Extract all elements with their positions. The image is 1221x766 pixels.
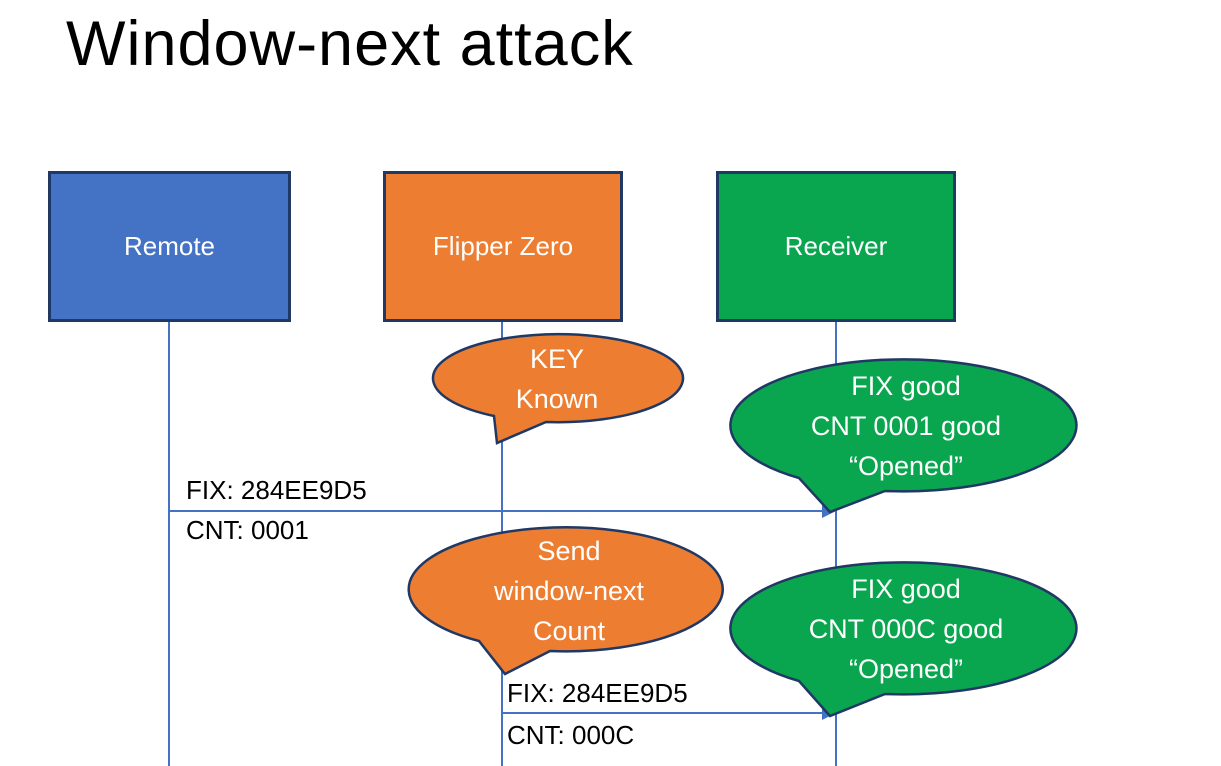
callout-line: CNT 0001 good [810, 411, 1002, 441]
callout-text-receiver-opened-2: FIX good CNT 000C good “Opened” [731, 569, 1081, 689]
actor-label-flipper-zero: Flipper Zero [432, 231, 574, 261]
actor-label-remote: Remote [123, 231, 216, 261]
callout-line: window-next [493, 576, 645, 606]
page-title: Window-next attack [66, 9, 634, 79]
callout-line: KEY [529, 344, 585, 374]
callout-line: CNT 000C good [808, 614, 1004, 644]
message-2-cnt-label: CNT: 000C [507, 720, 635, 750]
actor-box-flipper-zero: Flipper Zero [383, 171, 623, 322]
callout-bubble-send-window-next [407, 526, 724, 676]
actor-label-receiver: Receiver [784, 231, 888, 261]
callout-bubble-receiver-opened-1 [729, 358, 1078, 514]
callout-line: “Opened” [848, 451, 964, 481]
callout-bubble-key-known [431, 332, 685, 445]
message-1-cnt-label: CNT: 0001 [186, 515, 309, 545]
callout-line: Count [532, 616, 606, 646]
actor-box-receiver: Receiver [716, 171, 956, 322]
actor-box-remote: Remote [48, 171, 291, 322]
callout-line: “Opened” [848, 654, 964, 684]
callout-line: Known [515, 384, 599, 414]
lifeline-receiver [835, 322, 837, 766]
callout-bubble-receiver-opened-2 [729, 561, 1078, 718]
message-arrow-remote-to-receiver [169, 510, 824, 512]
callout-text-send-window-next: Send window-next Count [419, 531, 719, 651]
callout-line: FIX good [851, 371, 961, 401]
callout-text-key-known: KEY Known [457, 339, 657, 419]
lifeline-remote [168, 322, 170, 766]
message-1-fix-label: FIX: 284EE9D5 [186, 475, 367, 505]
callout-text-receiver-opened-1: FIX good CNT 0001 good “Opened” [731, 366, 1081, 486]
callout-line: Send [537, 536, 601, 566]
callout-line: FIX good [851, 574, 961, 604]
message-2-fix-label: FIX: 284EE9D5 [507, 678, 688, 708]
message-arrow-flipper-to-receiver [502, 712, 824, 714]
